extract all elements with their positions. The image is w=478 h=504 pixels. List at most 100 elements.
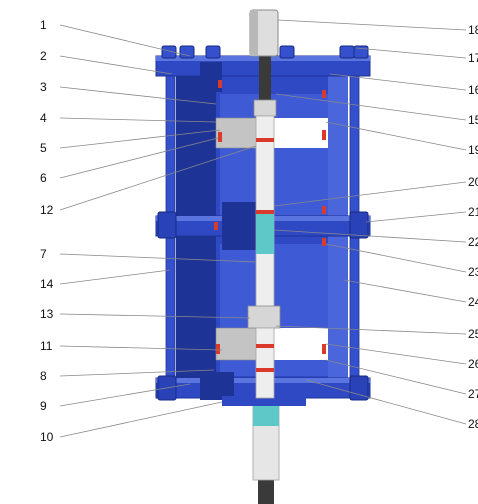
seal-g [256, 210, 274, 214]
callout-left: 3 [40, 80, 47, 94]
left-leaders [59, 24, 257, 438]
leader-8 [59, 369, 215, 377]
lower-barrel-shade-right [328, 234, 348, 382]
leader-17 [355, 47, 467, 59]
lower-barrel-shade-left [176, 234, 216, 382]
callout-right: 18 [468, 23, 478, 37]
seal-i [322, 238, 326, 246]
leader-10 [59, 401, 223, 438]
leader-20 [273, 181, 467, 207]
upper-barrel-shade-right [328, 74, 348, 222]
callout-left: 11 [40, 339, 53, 353]
leader-16 [329, 73, 467, 91]
mid-nut-right [349, 211, 369, 239]
callout-right: 19 [468, 143, 478, 157]
seal-k [322, 344, 326, 354]
bolt-3 [205, 45, 221, 59]
callout-left: 10 [40, 430, 54, 444]
upper-piston-body [215, 117, 261, 149]
callout-right: 27 [468, 387, 478, 401]
upper-barrel-shade-left [176, 74, 216, 222]
lower-piston-body [215, 327, 261, 361]
seal-a [218, 80, 222, 88]
leader-13 [59, 313, 251, 319]
leader-23 [325, 243, 467, 273]
seal-l [256, 344, 274, 348]
bolt-5 [339, 45, 355, 59]
leader-21 [365, 211, 467, 223]
leader-25 [275, 325, 467, 335]
middle-rod-gland [222, 202, 256, 250]
bottom-rod-gland [200, 372, 234, 400]
bolt-1 [161, 45, 177, 59]
seals [214, 80, 326, 372]
seal-m [256, 368, 274, 372]
callout-left: 7 [40, 247, 47, 261]
top-bolts [161, 45, 369, 59]
top-fitting-nut-shade [250, 10, 258, 56]
leader-24 [343, 279, 467, 303]
callout-right: 28 [468, 417, 478, 431]
bottom-boss [222, 396, 306, 406]
callout-right: 17 [468, 51, 478, 65]
top-rod-gland [200, 62, 222, 92]
leader-27 [325, 359, 467, 395]
bolt-2 [179, 45, 195, 59]
seal-c [218, 132, 222, 142]
callout-right: 16 [468, 83, 478, 97]
lower-rod-thread [258, 478, 274, 504]
leader-22 [273, 229, 467, 243]
seal-j [216, 344, 220, 354]
upper-rod-nut [253, 99, 277, 117]
leader-1 [59, 24, 191, 57]
callout-left: 2 [40, 49, 47, 63]
callout-left: 8 [40, 369, 47, 383]
leader-15 [275, 93, 467, 121]
callout-left: 5 [40, 141, 47, 155]
callout-right: 20 [468, 175, 478, 189]
leader-7 [59, 253, 257, 263]
rod-teal-band [256, 214, 274, 254]
leader-5 [59, 129, 221, 149]
callout-right: 15 [468, 113, 478, 127]
seal-h [214, 222, 218, 230]
callout-left: 1 [40, 18, 47, 32]
seal-f [322, 206, 326, 214]
leader-26 [325, 343, 467, 365]
mid-nut-left [157, 211, 177, 239]
seal-b [322, 90, 326, 98]
callout-left: 14 [40, 277, 54, 291]
right-leaders [273, 19, 467, 425]
leader-3 [59, 86, 217, 105]
callout-right: 21 [468, 205, 478, 219]
leader-19 [325, 121, 467, 151]
leader-4 [59, 117, 217, 123]
callout-left: 9 [40, 399, 47, 413]
leader-12 [59, 145, 257, 211]
leader-18 [277, 19, 467, 31]
callout-left: 12 [40, 203, 54, 217]
callout-right: 24 [468, 295, 478, 309]
leader-11 [59, 345, 223, 351]
rod-lower-segment [255, 327, 275, 399]
callout-right: 26 [468, 357, 478, 371]
upper-rod-threaded [259, 56, 271, 100]
callout-left: 13 [40, 307, 54, 321]
right-callouts: 18 17 16 15 19 20 21 22 23 24 25 26 27 2… [468, 23, 478, 431]
leader-6 [59, 137, 219, 179]
callout-right: 25 [468, 327, 478, 341]
callout-right: 22 [468, 235, 478, 249]
seal-d [322, 130, 326, 140]
seal-e [256, 138, 274, 142]
callout-left: 4 [40, 111, 47, 125]
lower-rod-nut [247, 305, 281, 329]
bolt-4 [279, 45, 295, 59]
leader-9 [59, 383, 191, 407]
leader-2 [59, 55, 173, 75]
callout-right: 23 [468, 265, 478, 279]
callout-left: 6 [40, 171, 47, 185]
bot-nut-right [349, 375, 369, 401]
left-callouts: 1 2 3 4 5 6 12 7 14 13 11 8 9 10 [40, 18, 54, 444]
leader-14 [59, 269, 171, 285]
